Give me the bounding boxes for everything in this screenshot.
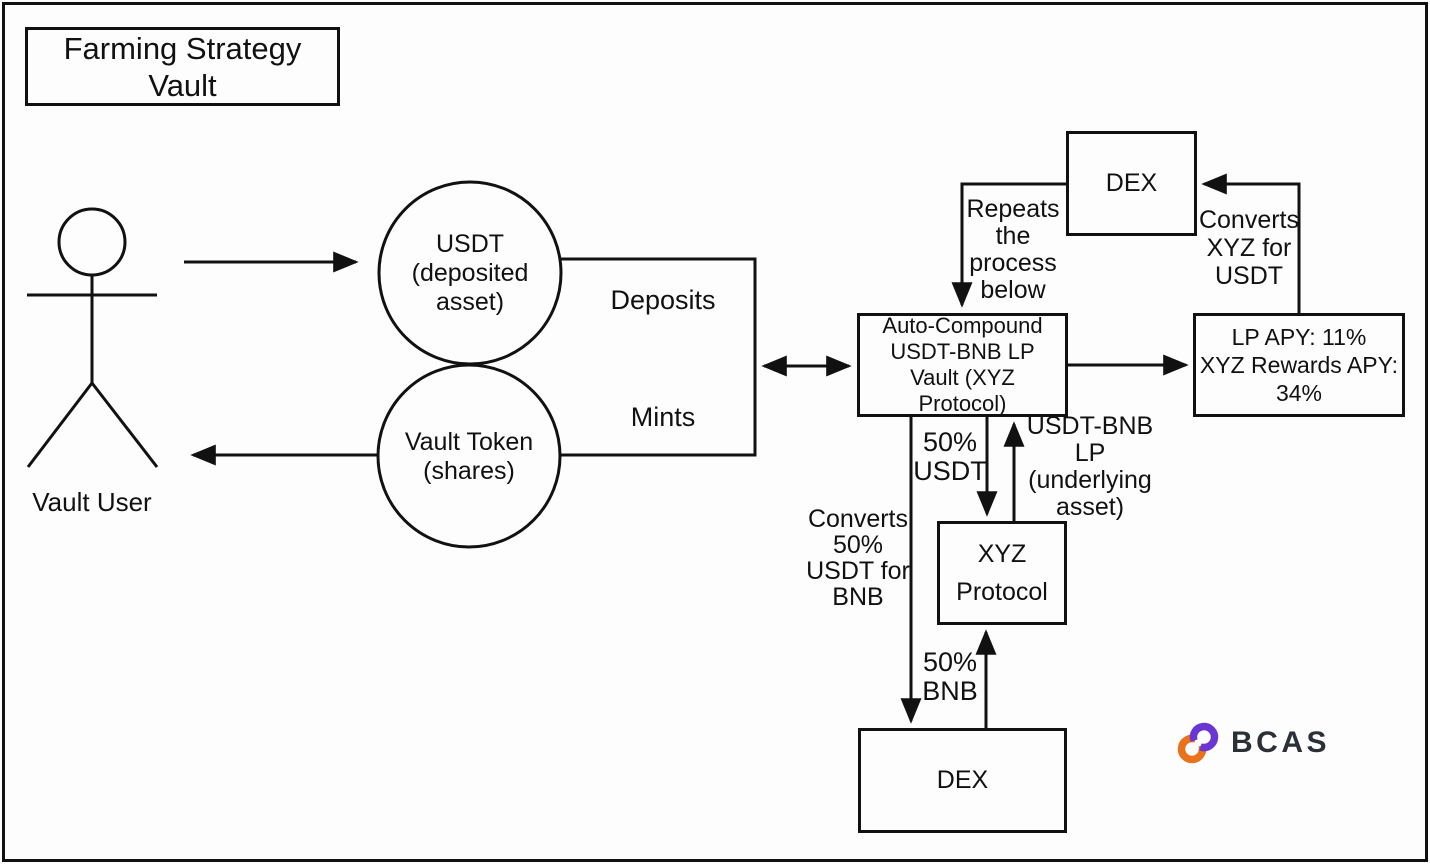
edge-label-50pct-usdt: 50% USDT <box>913 427 987 486</box>
node-auto-compound-vault: Auto-Compound USDT-BNB LP Vault (XYZ Pro… <box>857 313 1068 417</box>
bcas-logo-purple-arc <box>1189 722 1219 752</box>
deposits-mints-bracket <box>560 257 757 457</box>
arrow-dex-to-vault-repeat <box>951 182 1066 308</box>
bcas-logo: BCAS <box>1176 722 1330 764</box>
bcas-logo-text: BCAS <box>1231 726 1331 759</box>
arrow-apy-to-dex-converts <box>1201 173 1301 313</box>
edge-label-mints: Mints <box>630 402 696 432</box>
bcas-logo-orange-arc <box>1177 734 1207 764</box>
edge-label-converts-xyz-for-usdt: Converts XYZ for USDT <box>1198 206 1300 290</box>
edge-label-usdt-bnb-lp-underlying: USDT-BNB LP (underlying asset) <box>1026 412 1154 521</box>
stick-figure-head <box>57 207 127 277</box>
vault-user-label: Vault User <box>32 487 152 517</box>
edge-label-repeats-process: Repeats the process below <box>966 195 1060 304</box>
node-dex-top: DEX <box>1066 131 1197 236</box>
vault-user-figure <box>26 207 159 468</box>
vault-token-circle-label: Vault Token (shares) <box>404 428 534 485</box>
bcas-logo-icon <box>1177 722 1219 764</box>
edge-label-deposits: Deposits <box>610 285 716 315</box>
node-dex-bottom: DEX <box>858 728 1067 833</box>
node-apy-info: LP APY: 11% XYZ Rewards APY: 34% <box>1193 313 1405 417</box>
edge-label-converts-50pct-usdt-for-bnb: Converts 50% USDT for BNB <box>806 505 910 611</box>
stick-figure-left-leg <box>26 382 94 468</box>
usdt-circle-label: USDT (deposited asset) <box>411 230 529 316</box>
node-xyz-protocol: XYZ Protocol <box>937 521 1067 625</box>
stick-figure-right-leg <box>90 382 159 468</box>
edge-label-50pct-bnb: 50% BNB <box>922 647 978 706</box>
diagram-title: Farming Strategy Vault <box>25 27 340 106</box>
